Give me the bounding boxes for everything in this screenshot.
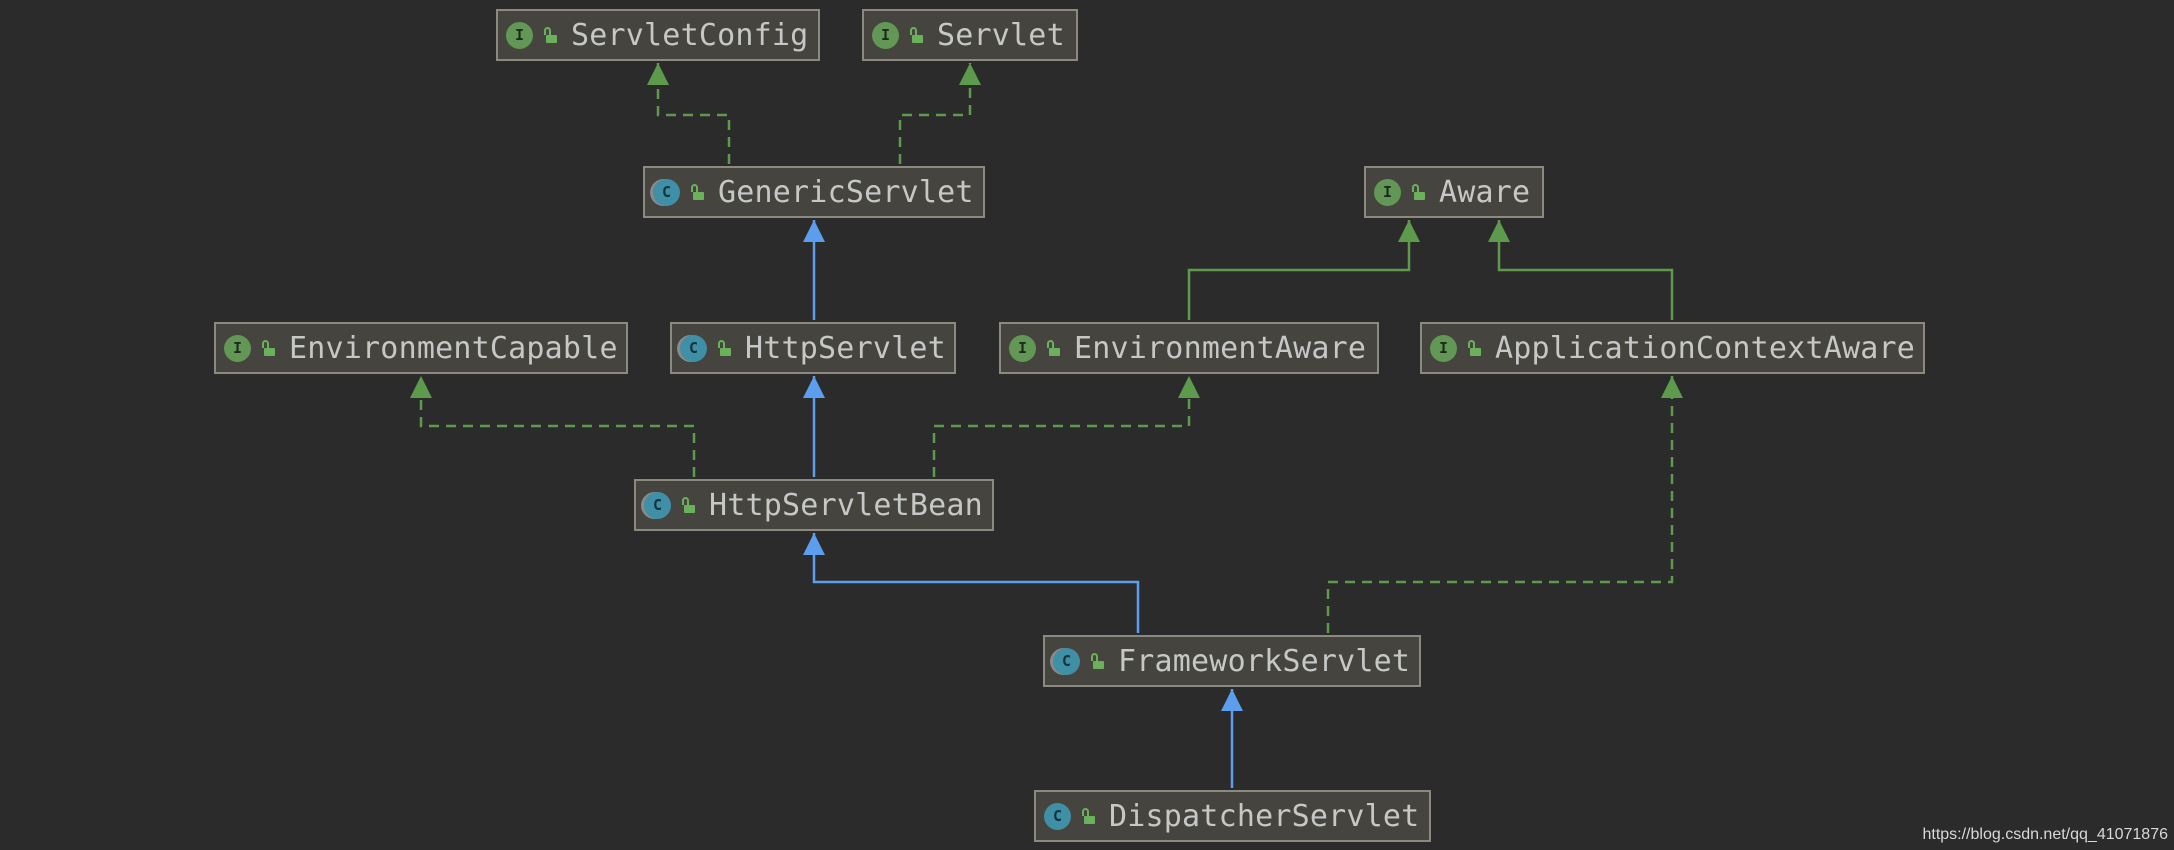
edge-httpservletbean-to-environmentcapable <box>419 376 696 477</box>
arrowhead-httpservletbean-to-httpservlet <box>803 376 825 398</box>
node-label: HttpServlet <box>745 330 946 366</box>
edge-frameworkservlet-to-applicationcontextaware <box>1326 376 1674 633</box>
arrowhead-genericservlet-to-servletconfig <box>647 63 669 85</box>
node-label: HttpServletBean <box>709 487 983 523</box>
arrowhead-frameworkservlet-to-applicationcontextaware <box>1661 376 1683 398</box>
interface-icon: I <box>506 21 533 49</box>
edge-genericservlet-to-servlet <box>898 63 972 164</box>
public-lock-icon <box>261 340 275 356</box>
node-label: FrameworkServlet <box>1118 643 1411 679</box>
arrowhead-frameworkservlet-to-httpservletbean <box>803 533 825 555</box>
public-lock-icon <box>1081 808 1095 824</box>
node-label: ServletConfig <box>571 17 809 53</box>
arrowhead-genericservlet-to-servlet <box>959 63 981 85</box>
arrowhead-environmentaware-to-aware <box>1398 220 1420 242</box>
node-environmentcapable[interactable]: I EnvironmentCapable <box>214 322 628 374</box>
abstract-class-icon: C <box>653 178 680 206</box>
node-servletconfig[interactable]: I ServletConfig <box>496 9 820 61</box>
abstract-class-icon: C <box>1053 647 1080 675</box>
node-label: GenericServlet <box>718 174 974 210</box>
public-lock-icon <box>1090 653 1104 669</box>
edge-environmentaware-to-aware <box>1187 220 1411 320</box>
node-label: ApplicationContextAware <box>1495 330 1916 366</box>
abstract-class-icon: C <box>644 491 671 519</box>
public-lock-icon <box>690 184 704 200</box>
node-label: EnvironmentAware <box>1074 330 1367 366</box>
public-lock-icon <box>681 497 695 513</box>
class-icon: C <box>1044 802 1071 830</box>
node-dispatcherservlet[interactable]: C DispatcherServlet <box>1034 790 1431 842</box>
node-aware[interactable]: I Aware <box>1364 166 1544 218</box>
node-httpservlet[interactable]: C HttpServlet <box>670 322 956 374</box>
arrowhead-applicationcontextaware-to-aware <box>1488 220 1510 242</box>
interface-icon: I <box>872 21 899 49</box>
node-genericservlet[interactable]: C GenericServlet <box>643 166 985 218</box>
public-lock-icon <box>543 27 557 43</box>
node-label: EnvironmentCapable <box>289 330 618 366</box>
interface-icon: I <box>1009 334 1036 362</box>
arrowhead-dispatcherservlet-to-frameworkservlet <box>1221 689 1243 711</box>
interface-icon: I <box>224 334 251 362</box>
public-lock-icon <box>717 340 731 356</box>
node-label: DispatcherServlet <box>1109 798 1420 834</box>
public-lock-icon <box>1046 340 1060 356</box>
public-lock-icon <box>909 27 923 43</box>
edge-frameworkservlet-to-httpservletbean <box>812 533 1140 633</box>
interface-icon: I <box>1374 178 1401 206</box>
node-httpservletbean[interactable]: C HttpServletBean <box>634 479 994 531</box>
edge-applicationcontextaware-to-aware <box>1497 220 1674 320</box>
node-servlet[interactable]: I Servlet <box>862 9 1078 61</box>
node-applicationcontextaware[interactable]: I ApplicationContextAware <box>1420 322 1925 374</box>
abstract-class-icon: C <box>680 334 707 362</box>
node-label: Servlet <box>937 17 1065 53</box>
node-label: Aware <box>1439 174 1531 210</box>
interface-icon: I <box>1430 334 1457 362</box>
node-environmentaware[interactable]: I EnvironmentAware <box>999 322 1379 374</box>
arrowhead-httpservletbean-to-environmentaware <box>1178 376 1200 398</box>
arrowhead-httpservlet-to-genericservlet <box>803 220 825 242</box>
watermark: https://blog.csdn.net/qq_41071876 <box>1922 826 2168 843</box>
public-lock-icon <box>1467 340 1481 356</box>
public-lock-icon <box>1411 184 1425 200</box>
edge-httpservletbean-to-environmentaware <box>932 376 1191 477</box>
node-frameworkservlet[interactable]: C FrameworkServlet <box>1043 635 1421 687</box>
arrowhead-httpservletbean-to-environmentcapable <box>410 376 432 398</box>
edge-genericservlet-to-servletconfig <box>656 63 731 164</box>
